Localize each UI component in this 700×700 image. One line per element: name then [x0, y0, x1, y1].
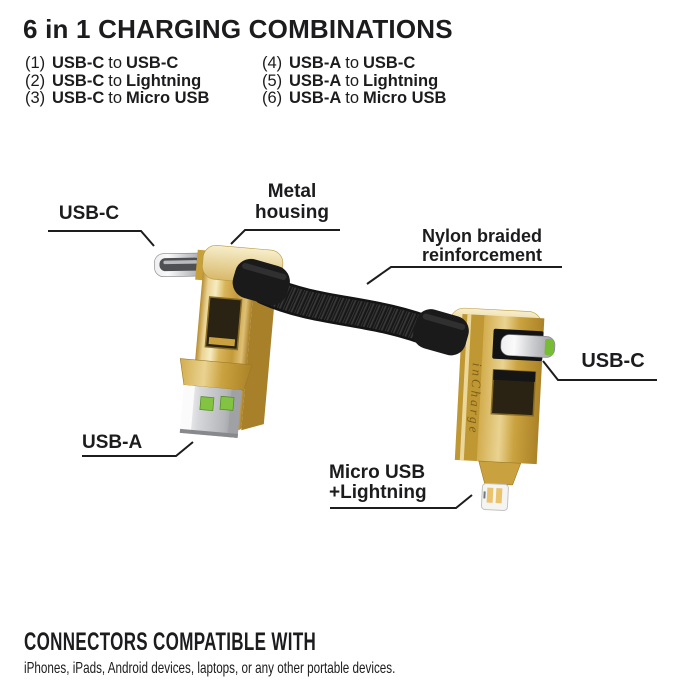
combo-target: Micro USB [126, 89, 210, 107]
combo-conjunction: to [345, 89, 360, 107]
combo-number: (1) [25, 54, 46, 72]
combination-list-column-1: (1) USB-C to USB-C (2) USB-C to Lightnin… [25, 54, 210, 108]
braided-cable [251, 275, 451, 349]
combo-from: USB-C [52, 71, 105, 90]
combo-conjunction: to [345, 71, 360, 90]
housing-highlight [459, 314, 472, 461]
leader-micro-lightning [330, 494, 473, 509]
combination-item-4: (4) USB-A to USB-C [262, 54, 446, 73]
combination-item-1: (1) USB-C to USB-C [25, 54, 209, 73]
combo-conjunction: to [108, 54, 123, 72]
leader-usb-a [82, 441, 194, 457]
usb-c-plug-right [492, 328, 556, 362]
leader-usb-c-left [48, 230, 155, 247]
combo-target: Micro USB [363, 89, 447, 107]
callout-text: housing [255, 202, 329, 223]
combination-item-6: (6) USB-A to Micro USB [262, 89, 447, 108]
cable-collar-right [413, 309, 469, 356]
callout-usb-c-right: USB-C [566, 351, 660, 371]
callout-usb-a: USB-A [82, 433, 142, 453]
usb-c-contact-green [544, 338, 555, 356]
combo-from: USB-A [289, 89, 342, 107]
cable-collar-left [232, 258, 290, 306]
callout-text: USB-C [58, 203, 120, 224]
combo-from: USB-A [289, 54, 342, 72]
combo-conjunction: to [108, 89, 123, 107]
usb-c-plug-left [154, 252, 209, 277]
combo-from: USB-C [52, 89, 105, 107]
callout-text: USB-A [82, 432, 143, 453]
callout-text: Nylon braided [421, 226, 542, 246]
leader-usb-c-right [542, 360, 657, 381]
callout-nylon-braided: Nylon braided reinforcement [398, 227, 566, 265]
callout-text: Micro USB [329, 462, 426, 483]
usb-a-contact [199, 396, 215, 412]
callout-text: Metal [267, 181, 317, 202]
combination-item-3: (3) USB-C to Micro USB [25, 89, 210, 108]
usb-a-contact [219, 395, 235, 411]
right-connector-assembly: inCharge [449, 307, 556, 511]
combo-target: USB-C [363, 54, 416, 72]
leader-lines [48, 229, 657, 509]
micro-usb-cutout-left [204, 296, 243, 351]
combo-number: (6) [262, 89, 283, 107]
lightning-ferrule [478, 460, 522, 486]
combination-list-column-2: (4) USB-A to USB-C (5) USB-A to Lightnin… [262, 54, 447, 108]
leader-nylon [366, 266, 562, 285]
callout-metal-housing: Metal housing [240, 181, 344, 223]
combo-conjunction: to [108, 71, 123, 90]
callout-text: reinforcement [421, 245, 543, 265]
lightning-plug [480, 482, 509, 511]
combo-conjunction: to [345, 54, 360, 72]
combo-from: USB-A [289, 71, 342, 90]
combo-number: (5) [262, 71, 283, 90]
brand-engraving: inCharge [466, 362, 485, 435]
combo-target: USB-C [126, 54, 179, 72]
leader-metal-housing [230, 229, 340, 245]
combo-target: Lightning [126, 71, 202, 90]
callout-text: +Lightning [329, 482, 427, 503]
footer-title: CONNECTORS COMPATIBLE WITH [24, 628, 317, 656]
combo-number: (2) [25, 71, 46, 90]
combo-number: (3) [25, 89, 46, 107]
micro-usb-cutout-right [490, 368, 537, 417]
page-title: 6 in 1 CHARGING COMBINATIONS [23, 14, 453, 44]
combination-item-5: (5) USB-A to Lightning [262, 71, 446, 91]
combo-from: USB-C [52, 54, 105, 72]
footer-subtitle: iPhones, iPads, Android devices, laptops… [24, 660, 396, 677]
callout-text: USB-C [581, 350, 645, 372]
lightning-contact [486, 487, 494, 503]
usb-a-ferrule [179, 358, 253, 391]
callout-micro-usb-lightning: Micro USB +Lightning [329, 463, 427, 503]
lightning-contact [495, 488, 503, 504]
usb-a-plug [179, 385, 242, 438]
combination-item-2: (2) USB-C to Lightning [25, 71, 209, 91]
combo-target: Lightning [363, 71, 439, 90]
combo-number: (4) [262, 54, 283, 72]
callout-usb-c-left: USB-C [36, 204, 142, 224]
